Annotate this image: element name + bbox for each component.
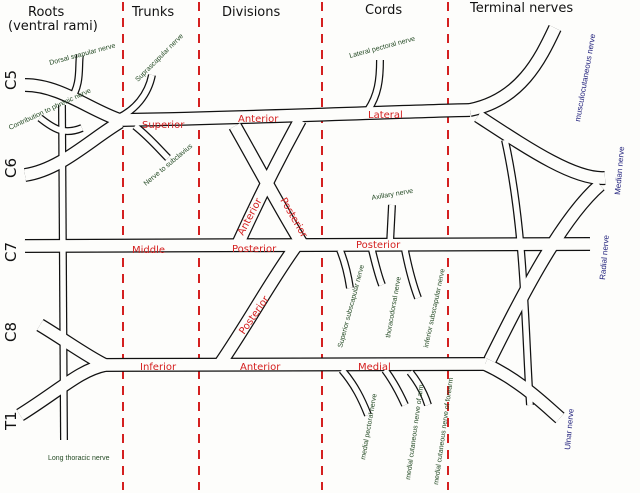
trunk-superior-label: Superior <box>142 120 185 131</box>
division-middle-posterior-label: Posterior <box>232 244 277 255</box>
root-c7: C7 <box>2 242 20 262</box>
root-c6: C6 <box>2 158 20 178</box>
trunk-inferior-label: Inferior <box>140 362 177 373</box>
root-c8: C8 <box>2 322 20 342</box>
lower-subscapular-label: inferior subscapular nerve <box>423 268 447 348</box>
radial-label: Radial nerve <box>598 234 611 280</box>
lateral-pectoral-label: Lateral pectoral nerve <box>349 36 416 60</box>
division-superior-anterior-label: Anterior <box>238 114 279 125</box>
cord-posterior-label: Posterior <box>356 240 401 251</box>
header-roots-sub: (ventral rami) <box>8 19 98 34</box>
subclavius-label: Nerve to subclavius <box>143 143 195 188</box>
musculocutaneous-label: musculocutaneous nerve <box>573 33 597 123</box>
long-thoracic-label: Long thoracic nerve <box>48 455 110 462</box>
header-cords: Cords <box>365 3 402 18</box>
division-inferior-anterior-label: Anterior <box>240 362 281 373</box>
root-c5: C5 <box>2 70 20 90</box>
medial-cutaneous-arm-label: medial cutaneous nerve of arm <box>405 384 425 480</box>
header-divisions: Divisions <box>222 5 281 20</box>
thoracodorsal-label: thoracodorsal nerve <box>385 276 403 338</box>
cord-medial-label: Medial <box>358 362 391 373</box>
cord-lateral-label: Lateral <box>368 110 403 121</box>
header-terminal-nerves: Terminal nerves <box>469 1 573 16</box>
suprascapular-label: Suprascapular nerve <box>134 33 185 84</box>
root-t1: T1 <box>2 411 20 431</box>
header-roots: Roots <box>28 5 64 20</box>
medial-cutaneous-forearm-label: medial cutaneous nerve of forearm <box>433 377 455 485</box>
header-trunks: Trunks <box>131 5 174 20</box>
trunk-middle-label: Middle <box>132 245 165 256</box>
nerve-fills <box>16 25 606 441</box>
ulnar-label: Ulnar nerve <box>563 408 576 451</box>
axillary-label: Axillary nerve <box>371 188 414 202</box>
median-label: Median nerve <box>613 146 626 196</box>
